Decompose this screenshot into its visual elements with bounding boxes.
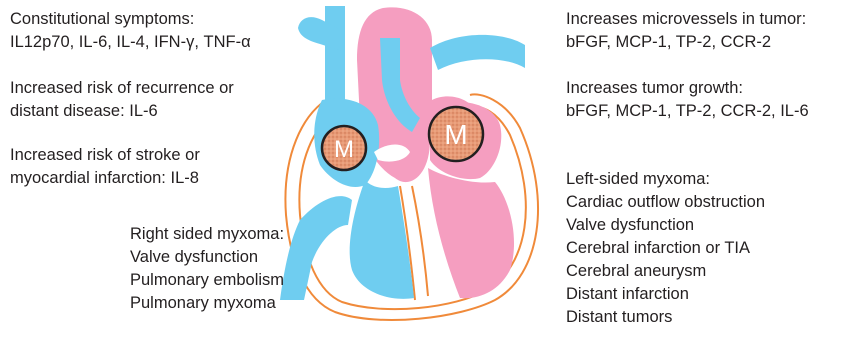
septum-outline-inner <box>412 186 428 296</box>
left-sided-item: Cerebral aneurysm <box>566 260 765 283</box>
stroke-risk-block: Increased risk of stroke or myocardial i… <box>10 144 200 190</box>
right-sided-myxoma-block: Right sided myxoma: Valve dysfunction Pu… <box>130 223 284 315</box>
left-ventricle <box>428 168 514 298</box>
left-sided-item: Distant infarction <box>566 283 765 306</box>
recurrence-line-1: Increased risk of recurrence or <box>10 77 234 100</box>
tumor-growth-heading: Increases tumor growth: <box>566 77 809 100</box>
microvessels-heading: Increases microvessels in tumor: <box>566 8 806 31</box>
left-sided-item: Cerebral infarction or TIA <box>566 237 765 260</box>
constitutional-heading: Constitutional symptoms: <box>10 8 251 31</box>
tumor-label-left-atrium: M <box>444 119 467 150</box>
constitutional-symptoms-block: Constitutional symptoms: IL12p70, IL-6, … <box>10 8 251 54</box>
superior-vena-cava <box>325 6 345 110</box>
left-sided-myxoma-block: Left-sided myxoma: Cardiac outflow obstr… <box>566 168 765 329</box>
left-sided-item: Cardiac outflow obstruction <box>566 191 765 214</box>
tumor-label-right-atrium: M <box>334 136 354 163</box>
right-sided-item: Valve dysfunction <box>130 246 284 269</box>
right-sided-item: Pulmonary embolism <box>130 269 284 292</box>
tumor-growth-block: Increases tumor growth: bFGF, MCP-1, TP-… <box>566 77 809 123</box>
tumor-growth-detail: bFGF, MCP-1, TP-2, CCR-2, IL-6 <box>566 100 809 123</box>
left-sided-item: Distant tumors <box>566 306 765 329</box>
right-sided-heading: Right sided myxoma: <box>130 223 284 246</box>
recurrence-line-2: distant disease: IL-6 <box>10 100 234 123</box>
left-sided-heading: Left-sided myxoma: <box>566 168 765 191</box>
right-ventricle <box>350 180 414 299</box>
microvessels-detail: bFGF, MCP-1, TP-2, CCR-2 <box>566 31 806 54</box>
right-sided-item: Pulmonary myxoma <box>130 292 284 315</box>
inferior-vena-cava <box>280 196 352 300</box>
recurrence-risk-block: Increased risk of recurrence or distant … <box>10 77 234 123</box>
microvessels-block: Increases microvessels in tumor: bFGF, M… <box>566 8 806 54</box>
stroke-line-2: myocardial infarction: IL-8 <box>10 167 200 190</box>
constitutional-detail: IL12p70, IL-6, IL-4, IFN-γ, TNF-α <box>10 31 251 54</box>
pulmonary-branches <box>430 35 525 70</box>
left-sided-item: Valve dysfunction <box>566 214 765 237</box>
stroke-line-1: Increased risk of stroke or <box>10 144 200 167</box>
